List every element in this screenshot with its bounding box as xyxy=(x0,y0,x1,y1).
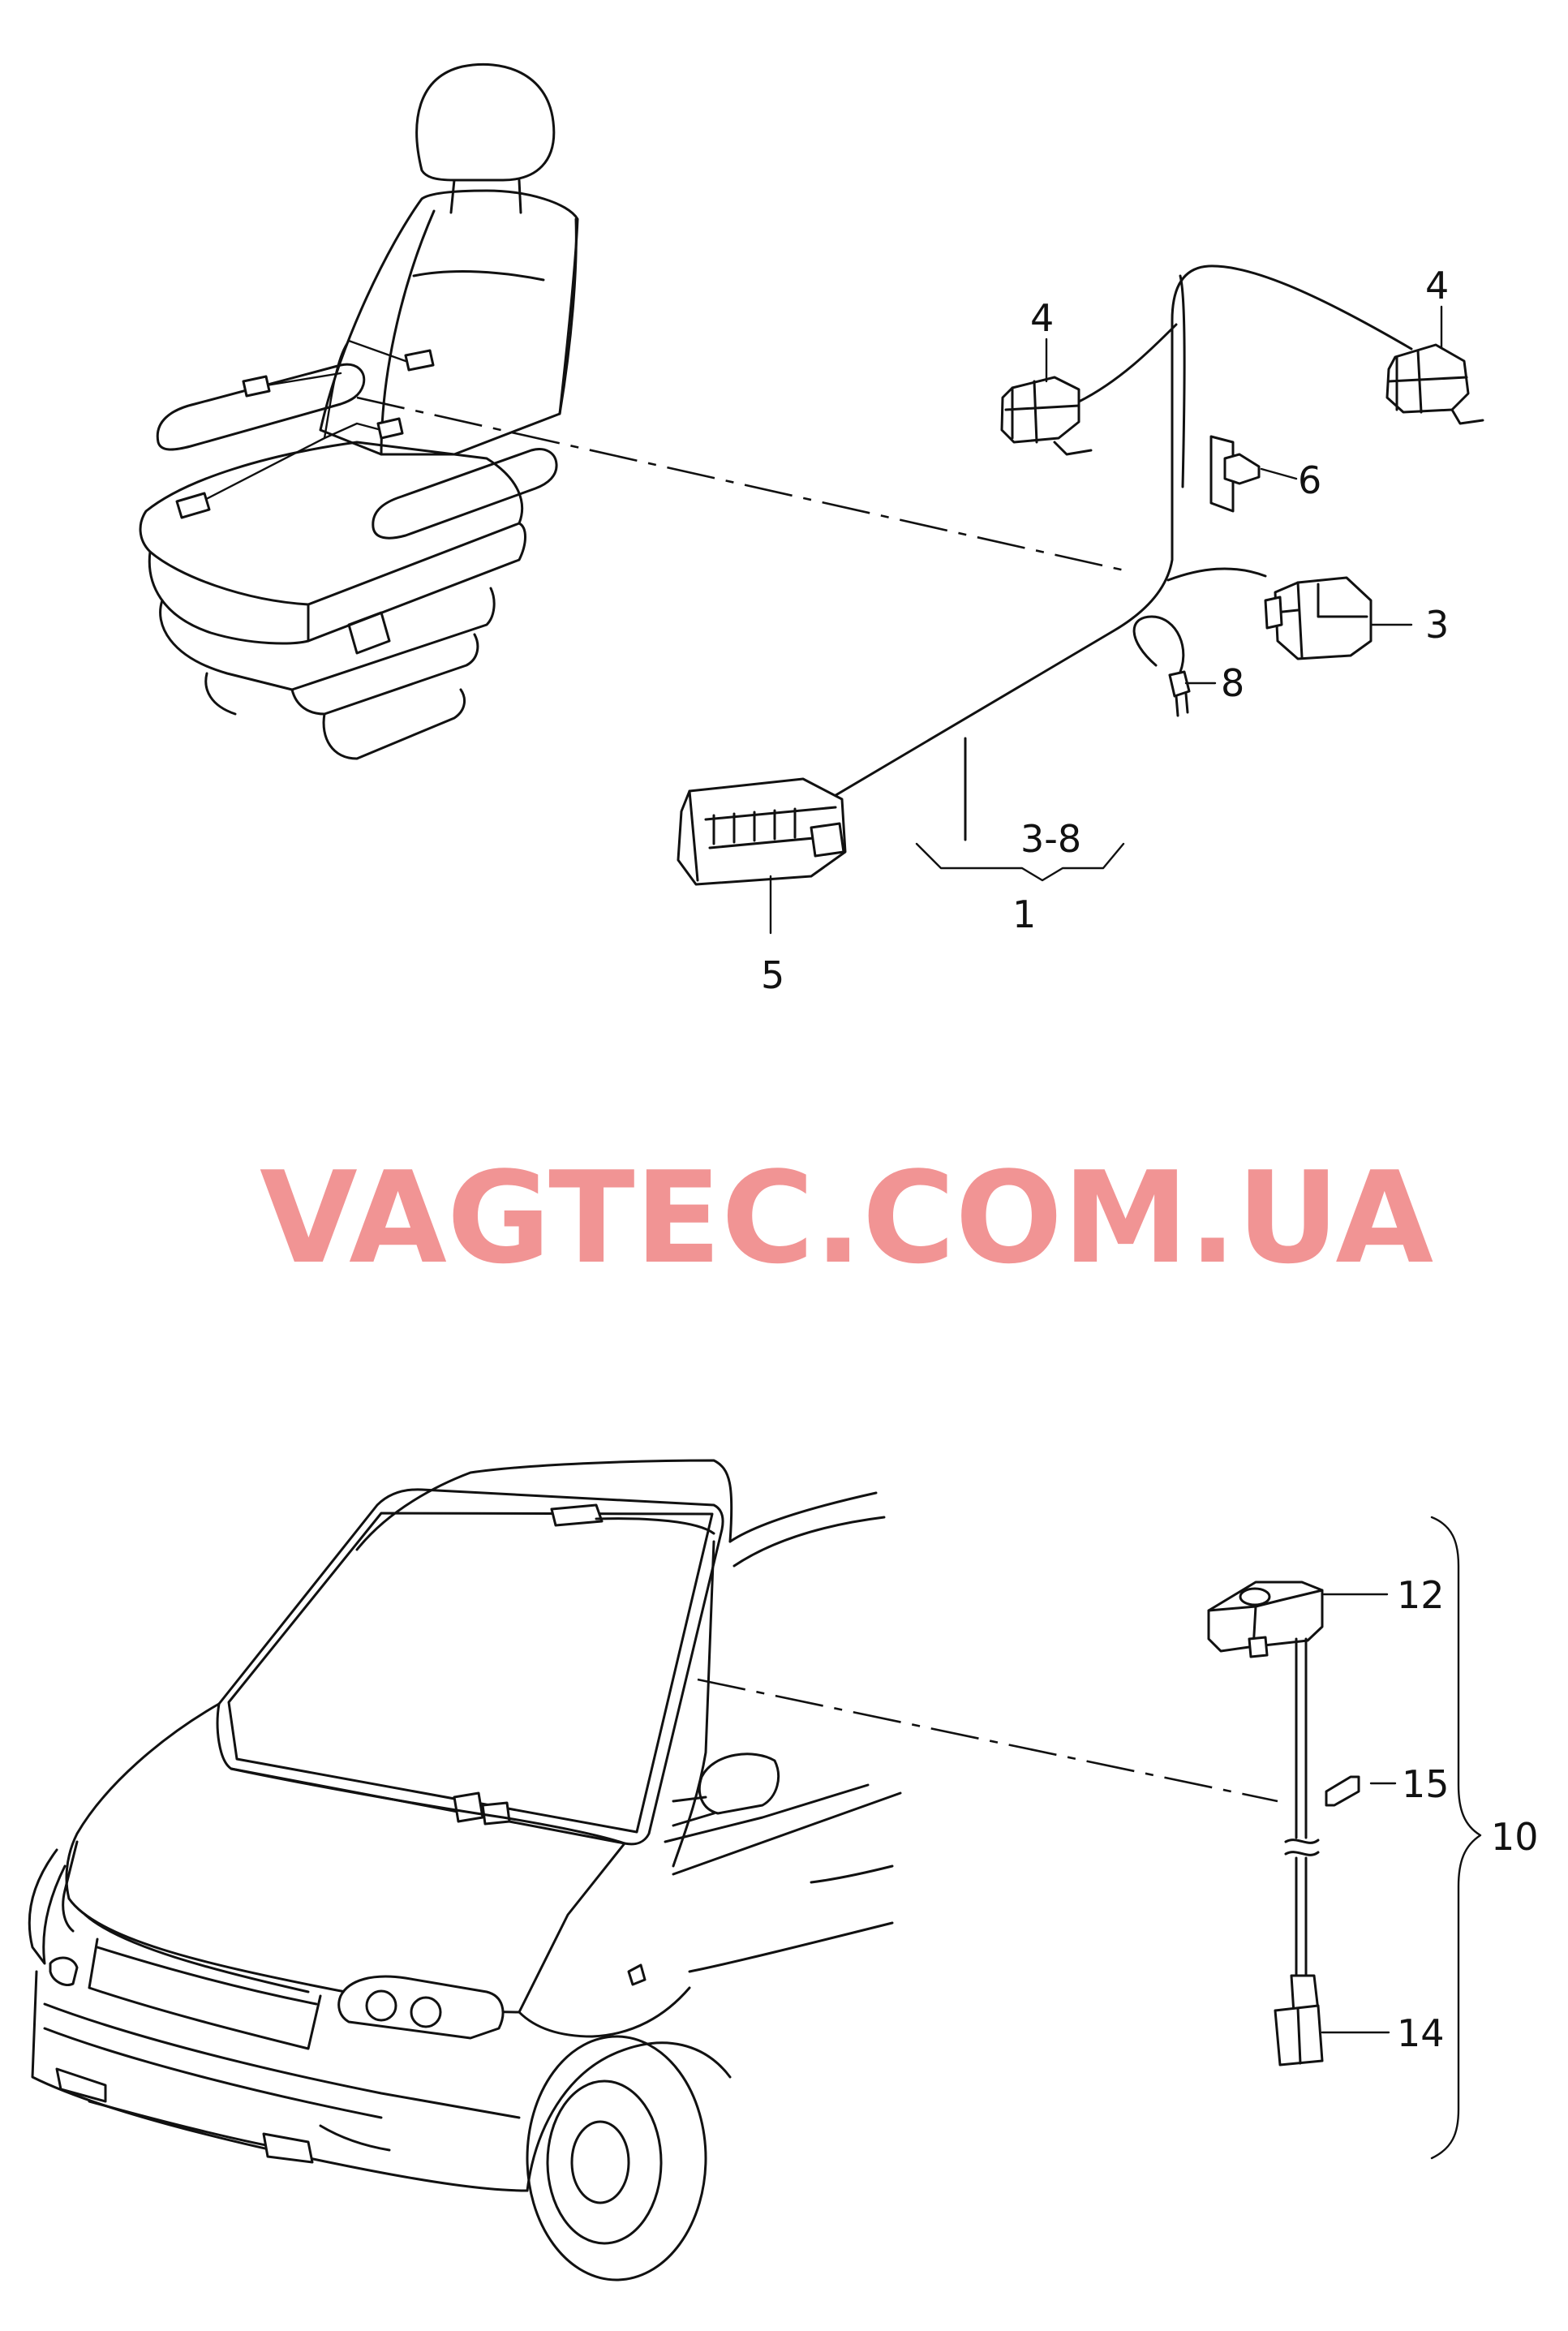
callout-3-8: 3-8 xyxy=(1020,817,1081,861)
seat-illustration xyxy=(139,62,579,760)
callout-10: 10 xyxy=(1491,1815,1539,1859)
van-illustration xyxy=(28,1459,902,2282)
callout-6: 6 xyxy=(1298,458,1321,502)
part-3-connector xyxy=(1264,576,1373,660)
part-15-label xyxy=(1325,1775,1360,1807)
callouts-lower: 12 15 10 14 xyxy=(1397,1573,1539,2055)
callout-15: 15 xyxy=(1402,1762,1450,1806)
part-5-connector xyxy=(677,777,847,886)
part-4-clip-right xyxy=(1385,343,1484,425)
callout-12: 12 xyxy=(1397,1573,1445,1617)
callout-8: 8 xyxy=(1221,661,1244,705)
sensor-assembly xyxy=(1207,1516,1482,2160)
callout-1: 1 xyxy=(1012,892,1036,936)
leader-van-to-sensor xyxy=(697,1678,1278,1803)
callout-5: 5 xyxy=(761,953,784,997)
callout-3: 3 xyxy=(1425,603,1449,647)
callout-4-left: 4 xyxy=(1030,296,1054,340)
callouts-upper: 4 4 6 3 8 3-8 1 5 xyxy=(761,264,1449,997)
callout-14: 14 xyxy=(1397,2011,1445,2055)
part-12-sensor-housing xyxy=(1207,1581,1324,1658)
wiring-harness xyxy=(814,264,1413,841)
callout-4-right: 4 xyxy=(1425,264,1449,308)
part-6-fastener xyxy=(1209,435,1261,513)
part-8-cable-tie xyxy=(1132,615,1191,717)
part-14-connector xyxy=(1274,1974,1324,2067)
leader-seat-to-harness xyxy=(356,396,1132,574)
watermark: VAGTEC.COM.UA xyxy=(260,1144,1433,1292)
part-4-clip-left xyxy=(1000,376,1093,456)
callout-leaders-upper xyxy=(769,305,1443,935)
